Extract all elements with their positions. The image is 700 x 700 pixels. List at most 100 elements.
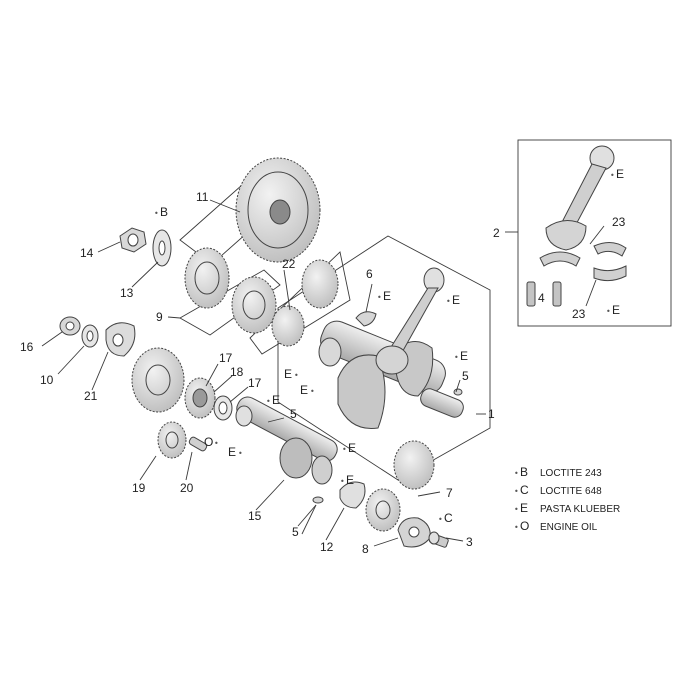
pin-20 [188, 436, 208, 452]
marker-e-shaft-a: E [272, 393, 280, 407]
callout-20: 20 [180, 481, 194, 495]
callout-16: 16 [20, 340, 34, 354]
marker-e-crank-b: E [300, 383, 308, 397]
gear-9-large [231, 276, 277, 334]
ring-12 [339, 481, 366, 509]
lubricant-markers: • E • E • E • E E • E • • E • E E • • E … [154, 167, 624, 525]
marker-e-6: E [383, 289, 391, 303]
svg-text:•: • [514, 487, 519, 496]
nut-16 [59, 316, 81, 336]
leader-lines [41, 199, 605, 547]
svg-text:•: • [610, 171, 615, 180]
callout-5-bottom: 5 [292, 525, 299, 539]
marker-e-shaft-c: E [348, 441, 356, 455]
washer-13 [152, 229, 172, 267]
callout-21: 21 [84, 389, 98, 403]
gear-7 [365, 440, 435, 532]
plate-8 [397, 517, 431, 548]
connecting-rod-main [375, 267, 445, 375]
callout-6: 6 [366, 267, 373, 281]
callout-23-lower: 23 [572, 307, 586, 321]
svg-text:•: • [377, 293, 382, 302]
camshaft-15 [235, 396, 338, 485]
legend-text-e: PASTA KLUEBER [540, 504, 620, 515]
connecting-rod-kit [526, 145, 627, 307]
gear-9-frame [179, 269, 281, 336]
svg-text:•: • [514, 523, 519, 532]
crankshaft-group-frame [277, 235, 491, 481]
marker-e-crank-a: E [284, 367, 292, 381]
gear-11 [235, 157, 321, 263]
gear-18 [184, 377, 216, 419]
legend-text-o: ENGINE OIL [540, 522, 598, 533]
marker-e-rod-main: E [452, 293, 460, 307]
bushing-6 [355, 311, 377, 327]
callout-14: 14 [80, 246, 94, 260]
callout-11: 11 [196, 190, 209, 204]
marker-b-13: B [160, 205, 168, 219]
marker-e-bearing: E [612, 303, 620, 317]
legend-letter-o: O [520, 519, 529, 533]
svg-text:•: • [310, 387, 315, 396]
callout-numbers: 11 2 3 1 14 13 9 16 10 21 17 18 17 19 20… [20, 190, 626, 556]
marker-e-shaft-b: E [228, 445, 236, 459]
legend-row-c: • C LOCTITE 648 [514, 483, 602, 497]
callout-23-upper: 23 [612, 215, 626, 229]
callout-8: 8 [362, 542, 369, 556]
svg-text:•: • [514, 505, 519, 514]
svg-text:•: • [294, 371, 299, 380]
callout-1: 1 [488, 407, 495, 421]
marker-e-crank-right: E [460, 349, 468, 363]
svg-text:•: • [154, 209, 159, 218]
callout-17-lower: 17 [248, 376, 262, 390]
svg-text:•: • [446, 297, 451, 306]
marker-o-17: O [204, 435, 213, 449]
callout-7: 7 [446, 486, 453, 500]
callout-4: 4 [538, 291, 545, 305]
legend-letter-e: E [520, 501, 528, 515]
legend-text-c: LOCTITE 648 [540, 486, 602, 497]
washer-10 [81, 324, 99, 348]
svg-text:•: • [238, 449, 243, 458]
svg-text:•: • [340, 477, 345, 486]
svg-text:•: • [454, 353, 459, 362]
screw-3 [428, 531, 449, 548]
gear-19 [157, 421, 187, 459]
svg-text:•: • [514, 469, 519, 478]
legend-row-b: • B LOCTITE 243 [514, 465, 602, 479]
callout-12: 12 [320, 540, 334, 554]
plate-21 [105, 322, 136, 357]
svg-text:•: • [606, 307, 611, 316]
callout-18: 18 [230, 365, 244, 379]
washer-17 [213, 395, 233, 421]
callout-10: 10 [40, 373, 54, 387]
legend-letter-b: B [520, 465, 528, 479]
callout-17-upper: 17 [219, 351, 233, 365]
callout-22: 22 [282, 257, 296, 271]
callout-5-middle: 5 [290, 407, 297, 421]
marker-c-8: C [444, 511, 453, 525]
svg-text:•: • [438, 515, 443, 524]
callout-19: 19 [132, 481, 146, 495]
marker-e-rod-top: E [616, 167, 624, 181]
legend-letter-c: C [520, 483, 529, 497]
gear-upper-left [184, 247, 230, 309]
callout-3: 3 [466, 535, 473, 549]
callout-9: 9 [156, 310, 163, 324]
callout-15: 15 [248, 509, 262, 523]
callout-5-right: 5 [462, 369, 469, 383]
marker-e-12: E [346, 473, 354, 487]
svg-text:•: • [266, 397, 271, 406]
gear-22 [271, 259, 339, 347]
svg-text:•: • [214, 439, 219, 448]
callout-2: 2 [493, 226, 500, 240]
nut-14 [119, 227, 147, 253]
gear-9-small [131, 347, 185, 413]
connecting-rod-kit-frame [517, 139, 672, 327]
legend-row-o: • O ENGINE OIL [514, 519, 598, 533]
legend: • B LOCTITE 243 • C LOCTITE 648 • E PAST… [514, 465, 620, 533]
svg-text:•: • [342, 445, 347, 454]
legend-row-e: • E PASTA KLUEBER [514, 501, 620, 515]
